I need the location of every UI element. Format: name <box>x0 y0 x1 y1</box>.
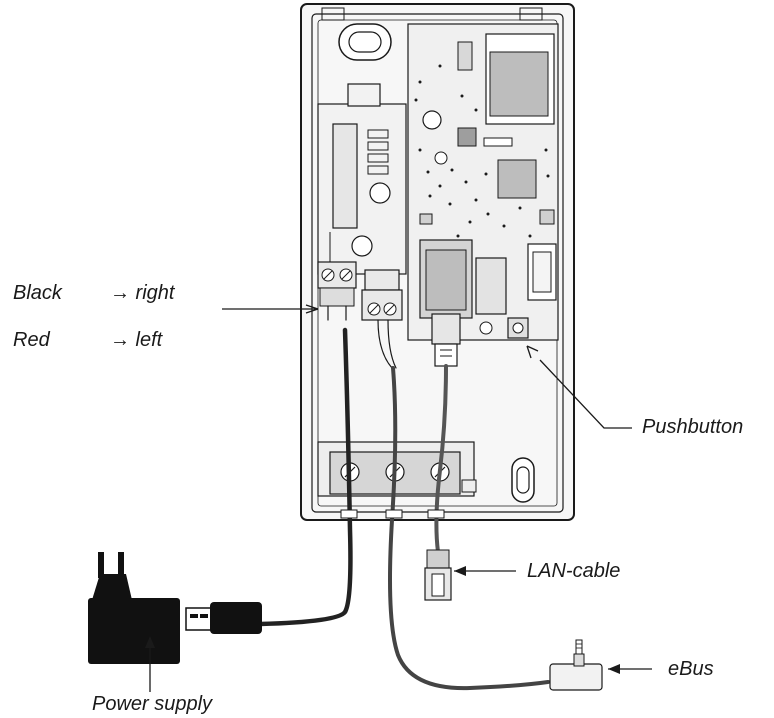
lan-plug-installed <box>431 313 461 367</box>
power-supply-arrowhead <box>145 636 155 648</box>
ebus-terminal <box>361 269 403 321</box>
label-red-left: → left <box>110 329 163 351</box>
power-module <box>317 83 407 275</box>
pushbutton-leader-line <box>539 359 632 429</box>
label-power-supply: Power supply <box>92 693 213 715</box>
internal-cables <box>257 305 550 691</box>
label-pushbutton: Pushbutton <box>642 416 744 438</box>
label-black: Black <box>13 282 62 304</box>
pushbutton-arrowhead <box>526 345 539 359</box>
label-black-right: → right <box>110 282 175 304</box>
label-ebus: eBus <box>668 658 714 680</box>
lan-cable-connector <box>424 549 452 601</box>
power-terminal <box>317 261 357 307</box>
lan-cable-arrowhead <box>454 566 466 576</box>
callout-lines <box>145 304 652 692</box>
cable-clips <box>340 509 445 519</box>
power-supply-adapter <box>88 552 262 664</box>
label-red: Red <box>13 329 50 351</box>
ebus-connector <box>549 639 603 691</box>
label-lan-cable: LAN-cable <box>527 560 621 582</box>
ebus-arrowhead <box>608 664 620 674</box>
mounting-slot-top <box>338 23 392 61</box>
mounting-slot-bottom <box>511 457 535 503</box>
black-red-arrowhead <box>305 304 319 314</box>
main-pcb <box>407 23 559 341</box>
